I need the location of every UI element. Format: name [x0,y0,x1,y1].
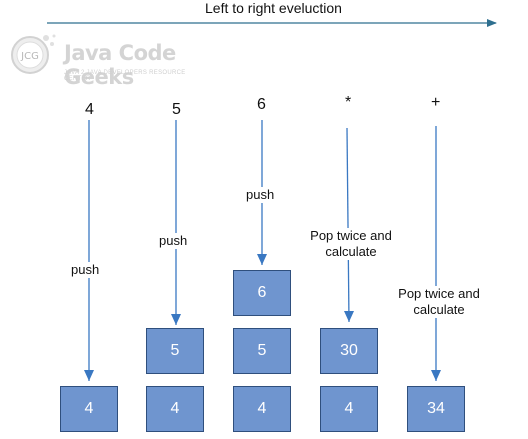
logo-mark-text: JCG [20,51,39,62]
stack-box-col1-level1: 4 [60,386,118,432]
action-label-column-4: Pop twice and calculate [309,228,393,260]
action-label-column-4-line-2: calculate [325,244,377,259]
logo-tagline: JAVA 2 JAVA DEVELOPERS RESOURCE CENTER [64,70,186,82]
jcg-logo-icon: JCG [11,34,56,74]
java-code-geeks-logo: JCG Java Code Geeks JAVA 2 JAVA DEVELOPE… [8,30,208,89]
action-label-column-4-line-1: Pop twice and [310,228,392,243]
arrowhead-column-4 [344,311,354,322]
stack-box-col3-level3: 6 [233,270,291,316]
token-column-5: + [431,94,441,111]
action-label-column-1: push [71,262,100,278]
action-label-column-5: Pop twice and calculate [397,286,481,318]
action-label-column-3: push [246,187,275,203]
token-column-1: 4 [85,101,94,118]
action-label-column-5-line-2: calculate [413,302,465,317]
token-column-4: * [345,94,352,111]
stack-box-col3-level1: 4 [233,386,291,432]
action-label-column-5-line-1: Pop twice and [398,286,480,301]
stack-box-col4-level2: 30 [320,328,378,374]
stack-box-col4-level1: 4 [320,386,378,432]
token-column-2: 5 [172,101,181,118]
arrowhead-column-5 [431,370,441,381]
action-label-column-2: push [159,233,188,249]
arrowhead-column-2 [171,314,181,325]
heading: Left to right eveluction [205,0,342,16]
stack-box-col3-level2: 5 [233,328,291,374]
token-column-3: 6 [257,96,266,113]
arrow-column-4 [346,127,350,323]
stack-box-col5-level1: 34 [407,386,465,432]
stack-box-col2-level2: 5 [146,328,204,374]
arrowhead-column-3 [257,254,267,265]
stack-box-col2-level1: 4 [146,386,204,432]
arrowhead-column-1 [84,370,94,381]
logo-name: Java Code Geeks [64,41,176,89]
